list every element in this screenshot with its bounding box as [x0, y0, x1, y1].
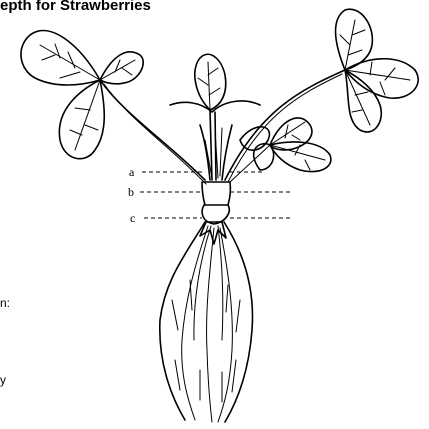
label-a: a [129, 165, 135, 179]
plant-roots [160, 222, 253, 422]
label-b: b [128, 185, 134, 199]
center-leaf [195, 54, 226, 180]
label-c: c [130, 211, 135, 225]
crown-young-leaves [170, 101, 269, 180]
plant-crown [202, 182, 230, 224]
left-leaf [21, 31, 206, 184]
